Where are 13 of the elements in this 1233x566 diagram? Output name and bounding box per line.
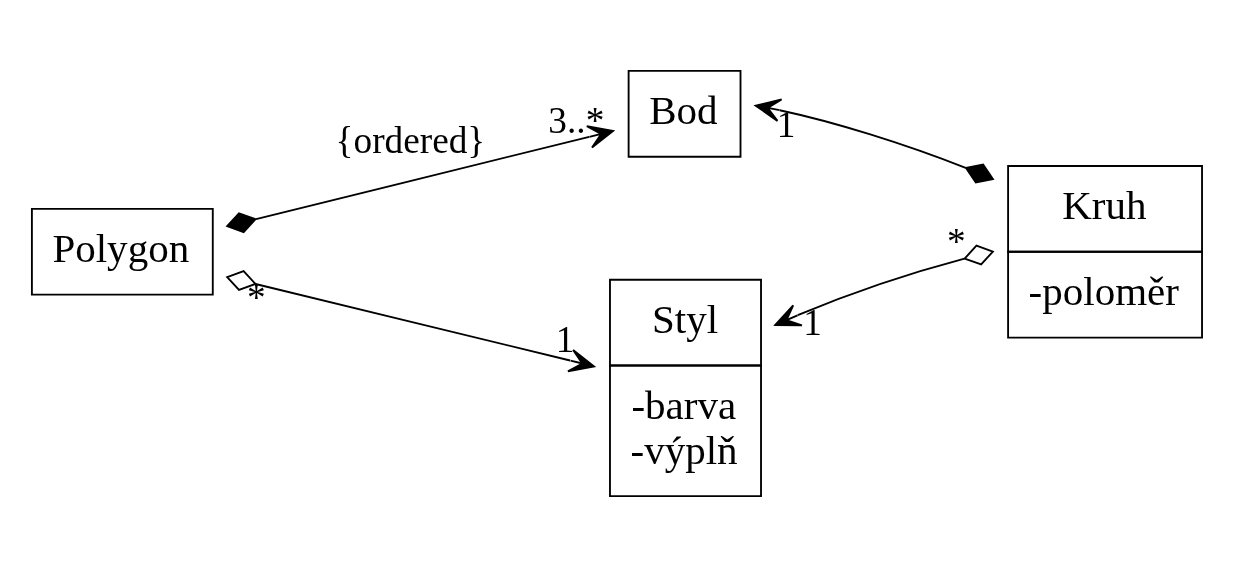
- label: 1: [776, 103, 796, 145]
- label: 1: [803, 301, 822, 343]
- arrow: [754, 98, 995, 184]
- arrow: [774, 244, 995, 326]
- arrow: [225, 124, 614, 233]
- label: 3..*: [548, 99, 605, 141]
- edge-label: {ordered}: [335, 119, 486, 161]
- label: 1: [555, 318, 575, 360]
- node-box: Polygon: [30, 207, 214, 296]
- label: *: [946, 220, 966, 262]
- label: *: [246, 276, 266, 318]
- arrow: [225, 269, 595, 372]
- node-box: Bod: [627, 69, 742, 158]
